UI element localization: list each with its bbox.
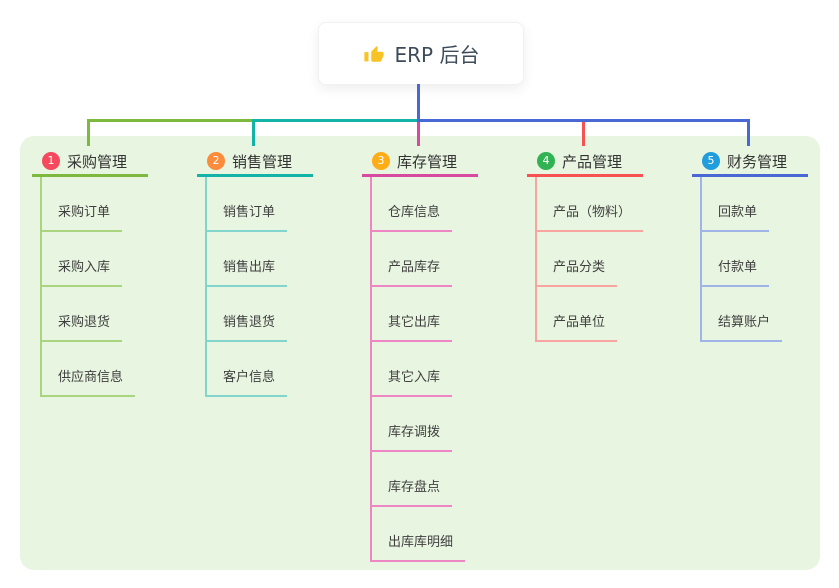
drop-line-branch-3: [417, 119, 420, 146]
branch-label-1: 采购管理: [67, 152, 128, 171]
branch-header-4[interactable]: 4 产品管理: [537, 150, 622, 172]
branch-trunk-line-5: [700, 177, 702, 342]
child-node-3-2[interactable]: 产品库存: [370, 260, 453, 287]
branch-badge-5: 5: [702, 152, 720, 170]
child-node-1-2[interactable]: 采购入库: [40, 260, 123, 287]
drop-line-branch-5: [747, 119, 750, 146]
child-node-5-1[interactable]: 回款单: [700, 205, 770, 232]
root-stem-line: [417, 84, 420, 122]
drop-line-branch-1: [87, 119, 90, 146]
branch-trunk-line-3: [370, 177, 372, 562]
branch-underline-1: [32, 174, 148, 177]
drop-line-branch-2: [252, 119, 255, 146]
child-node-4-2[interactable]: 产品分类: [535, 260, 618, 287]
branch-underline-4: [527, 174, 643, 177]
child-node-5-3[interactable]: 结算账户: [700, 315, 783, 342]
child-node-1-1[interactable]: 采购订单: [40, 205, 123, 232]
child-node-3-3[interactable]: 其它出库: [370, 315, 453, 342]
child-node-3-4[interactable]: 其它入库: [370, 370, 453, 397]
branch-trunk-line-1: [40, 177, 42, 397]
branch-trunk-line-4: [535, 177, 537, 342]
root-node-label: ERP 后台: [394, 43, 480, 67]
child-node-3-5[interactable]: 库存调拨: [370, 425, 453, 452]
child-node-1-4[interactable]: 供应商信息: [40, 370, 136, 397]
branch-badge-2: 2: [207, 152, 225, 170]
branch-header-2[interactable]: 2 销售管理: [207, 150, 292, 172]
branch-header-1[interactable]: 1 采购管理: [42, 150, 127, 172]
top-bar-segment-green: [87, 119, 255, 122]
branch-label-3: 库存管理: [397, 152, 458, 171]
branch-badge-3: 3: [372, 152, 390, 170]
top-bar-segment-teal: [252, 119, 420, 122]
child-node-2-2[interactable]: 销售出库: [205, 260, 288, 287]
child-node-2-4[interactable]: 客户信息: [205, 370, 288, 397]
branch-label-2: 销售管理: [232, 152, 293, 171]
branch-label-5: 财务管理: [727, 152, 788, 171]
branch-trunk-line-2: [205, 177, 207, 397]
child-node-1-3[interactable]: 采购退货: [40, 315, 123, 342]
branch-badge-4: 4: [537, 152, 555, 170]
root-node-erp[interactable]: ERP 后台: [318, 22, 524, 85]
child-node-3-7[interactable]: 出库库明细: [370, 535, 466, 562]
child-node-4-1[interactable]: 产品（物料）: [535, 205, 644, 232]
child-node-2-1[interactable]: 销售订单: [205, 205, 288, 232]
child-node-3-1[interactable]: 仓库信息: [370, 205, 453, 232]
branch-header-3[interactable]: 3 库存管理: [372, 150, 457, 172]
branches-panel: [20, 136, 820, 570]
child-node-4-3[interactable]: 产品单位: [535, 315, 618, 342]
branch-underline-3: [362, 174, 478, 177]
child-node-3-6[interactable]: 库存盘点: [370, 480, 453, 507]
branch-underline-5: [692, 174, 808, 177]
branch-header-5[interactable]: 5 财务管理: [702, 150, 787, 172]
drop-line-branch-4: [582, 119, 585, 146]
branch-underline-2: [197, 174, 313, 177]
child-node-5-2[interactable]: 付款单: [700, 260, 770, 287]
thumbs-up-icon: [363, 43, 385, 65]
branch-badge-1: 1: [42, 152, 60, 170]
branch-label-4: 产品管理: [562, 152, 623, 171]
top-bar-segment-blue: [417, 119, 750, 122]
child-node-2-3[interactable]: 销售退货: [205, 315, 288, 342]
